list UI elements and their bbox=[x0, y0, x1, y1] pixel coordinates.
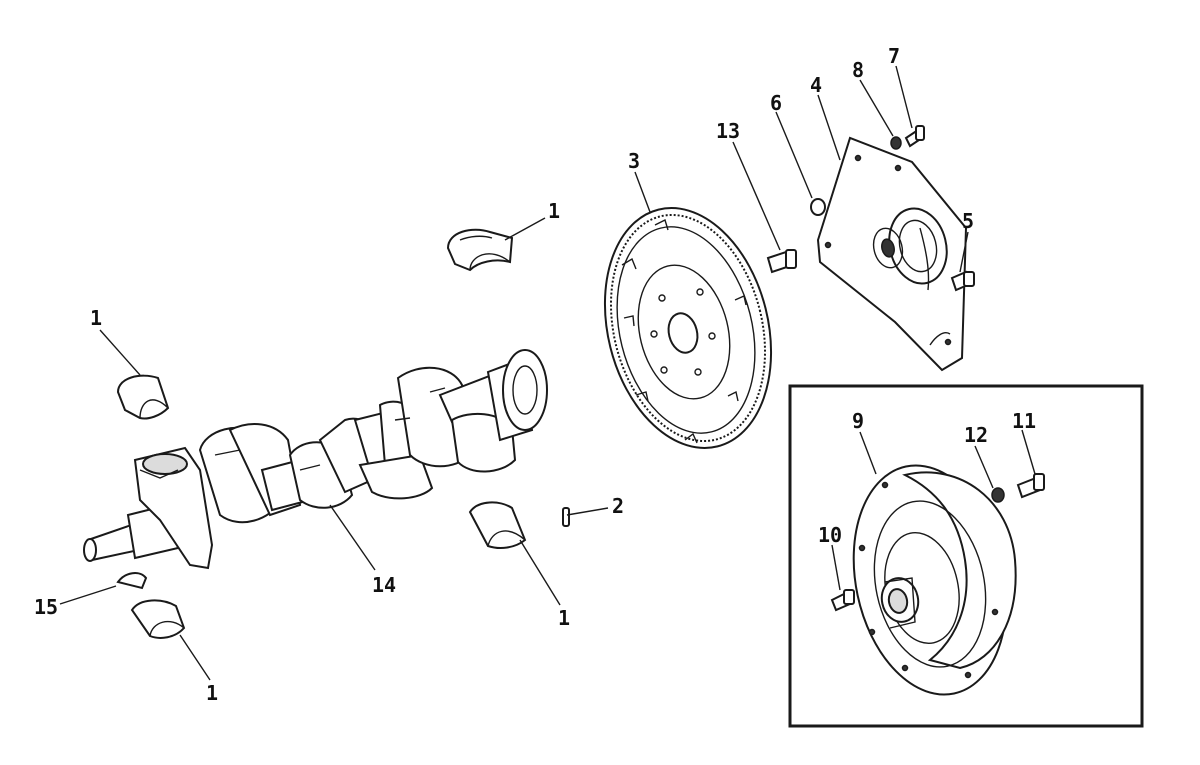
callout-13: 13 bbox=[716, 119, 740, 143]
callout-6: 6 bbox=[770, 91, 782, 115]
bearing-shell-lower-middle bbox=[468, 501, 527, 549]
bearing-shell-lower-left bbox=[130, 599, 186, 639]
callout-1-lower-middle: 1 bbox=[558, 606, 570, 630]
callout-10: 10 bbox=[818, 523, 842, 547]
leader-lines bbox=[59, 65, 1036, 681]
callout-2: 2 bbox=[612, 494, 624, 518]
callout-1-upper-middle: 1 bbox=[548, 199, 560, 223]
callout-3: 3 bbox=[628, 149, 640, 173]
callout-8: 8 bbox=[852, 58, 864, 82]
dowel-pin bbox=[562, 507, 570, 527]
inset-frame bbox=[788, 384, 1144, 728]
drive-coupler bbox=[852, 464, 1017, 696]
callout-9: 9 bbox=[852, 409, 864, 433]
coupler-stud bbox=[830, 589, 855, 612]
callout-12: 12 bbox=[964, 423, 988, 447]
dowel bbox=[810, 198, 826, 216]
callout-1-upper-left: 1 bbox=[90, 306, 102, 330]
callout-14: 14 bbox=[372, 573, 396, 597]
callout-numbers: 1 1 1 1 2 3 4 5 6 7 8 9 10 11 12 13 14 1… bbox=[34, 44, 1036, 705]
callout-7: 7 bbox=[888, 44, 900, 68]
bearing-shell-upper-left bbox=[116, 374, 170, 420]
flywheel bbox=[603, 207, 773, 449]
woodruff-key bbox=[116, 572, 148, 590]
crankshaft bbox=[83, 349, 548, 570]
washer-upper bbox=[890, 136, 902, 150]
callout-4: 4 bbox=[810, 73, 822, 97]
callout-11: 11 bbox=[1012, 409, 1036, 433]
drive-plate bbox=[816, 136, 968, 372]
washer-inset bbox=[991, 487, 1005, 503]
plate-bolt-upper bbox=[904, 125, 925, 148]
callout-5: 5 bbox=[962, 209, 974, 233]
coupler-bolt bbox=[1016, 473, 1045, 499]
callout-1-lower-left: 1 bbox=[206, 681, 218, 705]
callout-15: 15 bbox=[34, 595, 58, 619]
bearing-shell-upper-middle bbox=[446, 228, 514, 272]
flywheel-bolt bbox=[766, 249, 797, 274]
plate-bolt-side bbox=[950, 270, 975, 292]
